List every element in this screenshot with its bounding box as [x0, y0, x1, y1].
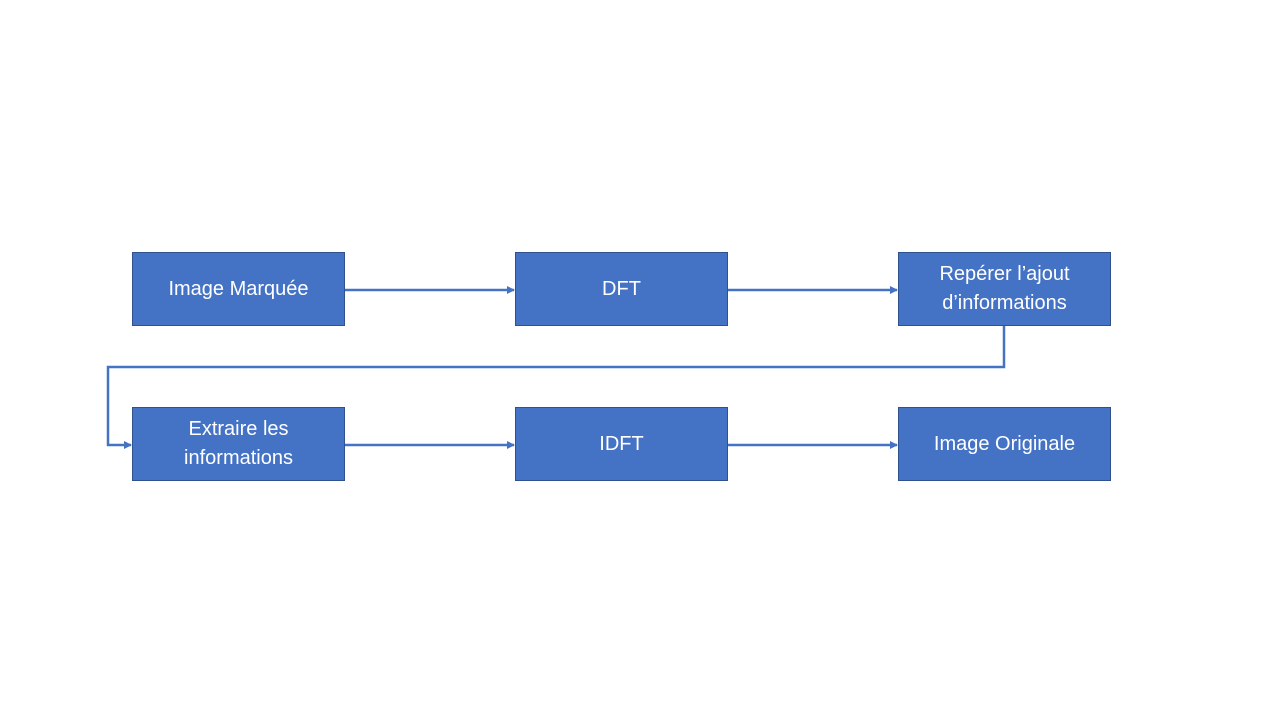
- node-image-originale: Image Originale: [898, 407, 1111, 481]
- node-dft: DFT: [515, 252, 728, 326]
- node-extraire-informations: Extraire les informations: [132, 407, 345, 481]
- node-reperer-ajout: Repérer l’ajout d’informations: [898, 252, 1111, 326]
- arrow-n3-to-n4: [106, 326, 1006, 449]
- node-idft: IDFT: [515, 407, 728, 481]
- node-image-marquee: Image Marquée: [132, 252, 345, 326]
